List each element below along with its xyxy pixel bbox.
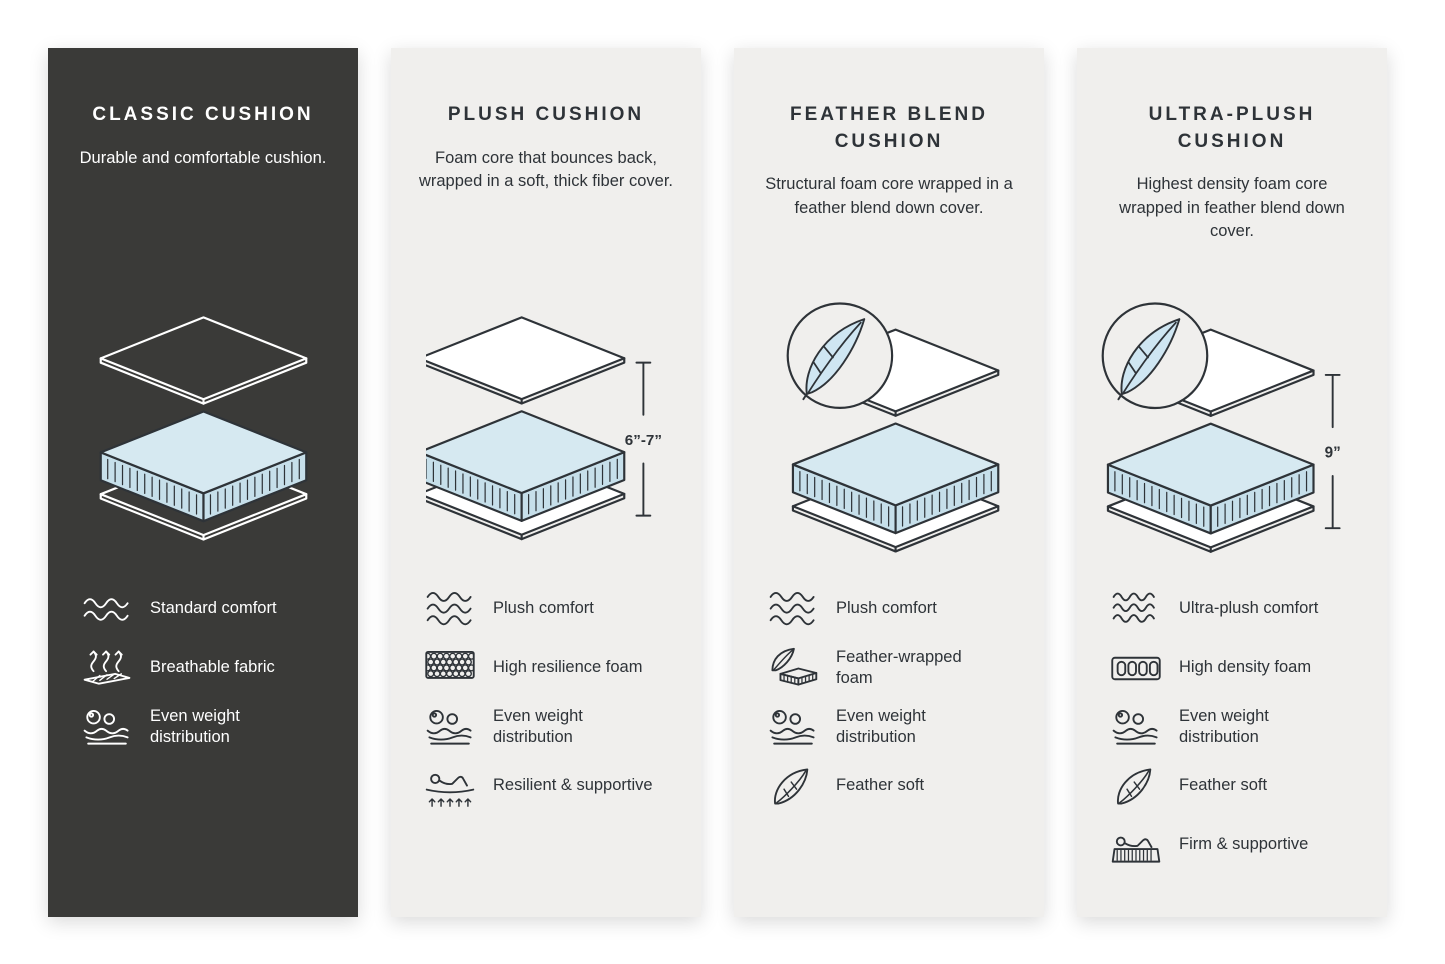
feature-label: Even weight distribution (150, 706, 240, 746)
feature-row: High density foam (1109, 645, 1369, 691)
feature-label: Firm & supportive (1179, 835, 1309, 854)
feature-row: Feather-wrapped foam (766, 645, 1026, 691)
comfort-waves-icon (83, 597, 129, 621)
panel-description: Durable and comfortable cushion. (79, 148, 327, 167)
feature-row: Even weight distribution (423, 704, 683, 750)
feature-label: Resilient & supportive (493, 776, 653, 795)
feather-icon (1117, 768, 1152, 804)
comfort-waves-icon (1112, 592, 1155, 623)
cushion-layers-diagram-with-feather-and-height: 9” (1101, 302, 1340, 553)
feature-list: Plush comfort High resilience foam Even … (391, 586, 701, 822)
cushion-comparison-infographic: CLASSIC CUSHION Durable and comfortable … (48, 48, 1387, 917)
feature-row: Plush comfort (423, 586, 683, 632)
panel-plush-cushion: PLUSH CUSHION Foam core that bounces bac… (391, 48, 701, 917)
feature-label: Ultra-plush comfort (1179, 599, 1319, 618)
cushion-diagram-area (734, 300, 1044, 582)
feature-row: Even weight distribution (766, 704, 1026, 750)
feature-label: Even weight distribution (1179, 706, 1269, 746)
feature-label: Even weight distribution (493, 706, 583, 746)
height-label: 6”-7” (625, 432, 662, 449)
panel-classic-cushion: CLASSIC CUSHION Durable and comfortable … (48, 48, 358, 917)
feature-row: Resilient & supportive (423, 763, 683, 809)
cushion-diagram-area (48, 300, 358, 582)
panel-ultra-plush-cushion: ULTRA-PLUSH CUSHION Highest density foam… (1077, 48, 1387, 917)
feather-icon (774, 768, 809, 804)
feature-row: Even weight distribution (1109, 704, 1369, 750)
resilience-foam-icon (425, 650, 475, 679)
feature-label: Standard comfort (150, 599, 277, 618)
panel-title: ULTRA-PLUSH CUSHION (1148, 104, 1316, 152)
weight-distribution-icon (769, 709, 815, 745)
feature-label: Feather soft (836, 776, 925, 795)
comfort-waves-icon (426, 591, 472, 625)
cushion-layers-diagram-with-height: 6”-7” (426, 316, 662, 541)
panel-header: FEATHER BLEND CUSHION Structural foam co… (734, 48, 1044, 300)
cushion-diagram-area: 6”-7” (391, 300, 701, 582)
feature-label: Feather-wrapped foam (836, 647, 962, 687)
feature-row: Ultra-plush comfort (1109, 586, 1369, 632)
feature-row: Feather soft (1109, 763, 1369, 809)
panel-description: Highest density foam core wrapped in fea… (1119, 175, 1345, 241)
high-density-foam-icon (1111, 656, 1161, 680)
feature-row: Plush comfort (766, 586, 1026, 632)
panel-header: ULTRA-PLUSH CUSHION Highest density foam… (1077, 48, 1387, 300)
feature-label: High resilience foam (493, 658, 643, 677)
feature-row: High resilience foam (423, 645, 683, 691)
feature-label: Plush comfort (493, 599, 594, 618)
feature-row: Firm & supportive (1109, 822, 1369, 868)
panel-title: PLUSH CUSHION (447, 104, 645, 125)
cushion-layers-diagram (99, 316, 307, 541)
panel-description: Structural foam core wrapped in a feathe… (765, 175, 1013, 217)
panel-title: FEATHER BLEND CUSHION (789, 104, 989, 152)
panel-description: Foam core that bounces back, wrapped in … (418, 148, 674, 191)
breathable-fabric-icon (83, 650, 131, 685)
feature-label: Feather soft (1179, 776, 1268, 795)
feature-row: Feather soft (766, 763, 1026, 809)
comfort-waves-icon (769, 591, 815, 625)
feature-label: Breathable fabric (150, 658, 275, 677)
panel-feather-blend-cushion: FEATHER BLEND CUSHION Structural foam co… (734, 48, 1044, 917)
panel-header: CLASSIC CUSHION Durable and comfortable … (48, 48, 358, 300)
firm-supportive-icon (1111, 836, 1161, 863)
feature-label: High density foam (1179, 658, 1312, 677)
weight-distribution-icon (426, 709, 472, 745)
feature-row: Standard comfort (80, 586, 340, 632)
feature-label: Plush comfort (836, 599, 937, 618)
weight-distribution-icon (83, 709, 129, 745)
feature-list: Plush comfort Feather-wrapped foam Even … (734, 586, 1044, 822)
panel-title: CLASSIC CUSHION (92, 104, 314, 125)
feature-label: Even weight distribution (836, 706, 926, 746)
feature-list: Standard comfort Breathable fabric Even … (48, 586, 358, 763)
feather-wrapped-foam-icon (771, 647, 818, 686)
height-label: 9” (1324, 445, 1340, 462)
resilient-supportive-icon (425, 773, 475, 807)
feature-row: Even weight distribution (80, 704, 340, 750)
panel-header: PLUSH CUSHION Foam core that bounces bac… (391, 48, 701, 300)
feature-row: Breathable fabric (80, 645, 340, 691)
feature-list: Ultra-plush comfort High density foam Ev… (1077, 586, 1387, 881)
weight-distribution-icon (1112, 709, 1158, 745)
cushion-diagram-area: 9” (1077, 300, 1387, 582)
cushion-layers-diagram-with-feather (786, 302, 999, 553)
